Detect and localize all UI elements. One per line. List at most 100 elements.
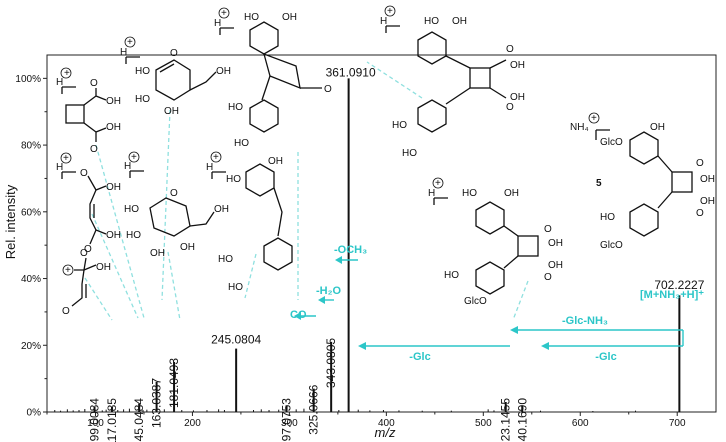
assignment-lines: [84, 61, 529, 321]
arrowhead-co: [294, 312, 301, 320]
svg-text:NH₄: NH₄: [570, 122, 589, 133]
peak-label: 99.0084: [88, 398, 102, 442]
peak-label: 181.0493: [167, 358, 181, 408]
structure-acylium: + OH O O: [62, 248, 111, 317]
svg-text:H: H: [56, 162, 63, 173]
svg-text:OH: OH: [180, 242, 195, 253]
peak-label: 361.0910: [326, 65, 376, 79]
y-tick-label: 40%: [21, 274, 41, 285]
svg-text:OH: OH: [548, 260, 563, 271]
svg-text:+: +: [63, 153, 69, 164]
structure-cyclobutane-catechol: H + HO OH O OH O OH HO HO: [380, 5, 525, 159]
svg-text:+: +: [131, 152, 137, 163]
svg-text:H: H: [380, 16, 387, 27]
x-tick-label: 100: [87, 418, 104, 429]
dash-245: [244, 253, 257, 299]
label-glc-nh3: -Glc-NH₃: [562, 315, 608, 327]
svg-text:HO: HO: [444, 270, 459, 281]
arrowhead-glc-left: [358, 342, 366, 350]
peak-label: 297.0753: [280, 398, 294, 442]
proton-h: H: [56, 77, 63, 88]
svg-text:O: O: [90, 78, 98, 89]
peaks: [54, 78, 681, 412]
x-axis-title: m/z: [375, 425, 396, 440]
svg-text:O: O: [324, 84, 332, 95]
svg-text:OH: OH: [96, 262, 111, 273]
peak-label: 702.2227: [654, 278, 704, 292]
svg-text:H: H: [120, 47, 127, 58]
y-axis-title: Rel. intensity: [3, 184, 18, 259]
svg-text:OH: OH: [510, 92, 525, 103]
svg-text:HO: HO: [126, 230, 141, 241]
label-precursor: [M+NH₃+H]⁺: [640, 289, 704, 301]
dash-361: [366, 61, 423, 99]
label-h2o: -H₂O: [316, 285, 341, 297]
svg-text:H: H: [206, 162, 213, 173]
svg-text:O: O: [170, 188, 178, 199]
x-tick-label: 700: [669, 418, 686, 429]
svg-text:HO: HO: [600, 212, 615, 223]
x-tick-label: 300: [281, 418, 298, 429]
svg-text:O: O: [170, 48, 178, 59]
y-tick-label: 100%: [15, 74, 41, 85]
svg-text:O: O: [506, 102, 514, 113]
compound-number: 5: [596, 178, 602, 189]
dash-181: [167, 251, 181, 321]
svg-text:HO: HO: [218, 254, 233, 265]
svg-text:HO: HO: [234, 138, 249, 149]
svg-text:OH: OH: [106, 230, 121, 241]
peak-label: 163.0387: [150, 378, 164, 428]
svg-text:OH: OH: [106, 182, 121, 193]
svg-text:GlcO: GlcO: [600, 137, 623, 148]
svg-text:+: +: [387, 6, 393, 17]
plot-frame: [46, 54, 717, 413]
svg-text:OH: OH: [510, 60, 525, 71]
svg-text:HO: HO: [228, 102, 243, 113]
arrowhead-glc-right: [541, 342, 549, 350]
svg-text:OH: OH: [650, 122, 665, 133]
x-tick-label: 200: [184, 418, 201, 429]
arrowhead-och3: [335, 256, 342, 264]
label-glc-right: -Glc: [595, 351, 616, 363]
svg-text:OH: OH: [216, 66, 231, 77]
svg-text:+: +: [221, 8, 227, 19]
y-tick-label: 80%: [21, 141, 41, 152]
peak-label: 245.0804: [211, 333, 261, 347]
svg-text:HO: HO: [424, 16, 439, 27]
peak-label: 343.0805: [324, 338, 338, 388]
svg-text:OH: OH: [106, 96, 121, 107]
svg-text:OH: OH: [504, 188, 519, 199]
dash-163: [161, 109, 171, 301]
svg-text:OH: OH: [452, 16, 467, 27]
svg-text:HO: HO: [244, 12, 259, 23]
svg-text:O: O: [544, 272, 552, 283]
svg-text:H: H: [124, 161, 131, 172]
svg-text:HO: HO: [462, 188, 477, 199]
svg-text:OH: OH: [106, 122, 121, 133]
svg-text:+: +: [213, 152, 219, 163]
svg-text:H: H: [428, 188, 435, 199]
peak-label: 117.0185: [105, 398, 119, 442]
y-tick-label: 0%: [27, 408, 42, 419]
structure-glucoside: H + HO OH O OH O OH HO GlcO: [428, 177, 563, 307]
arrowhead-glc-nh3: [510, 326, 518, 334]
svg-text:HO: HO: [124, 204, 139, 215]
svg-text:+: +: [435, 178, 441, 189]
svg-text:OH: OH: [214, 204, 229, 215]
peak-label: 523.1455: [499, 398, 513, 442]
svg-text:O: O: [62, 306, 70, 317]
y-tick-label: 60%: [21, 207, 41, 218]
svg-text:HO: HO: [226, 174, 241, 185]
dash-117: [91, 213, 139, 319]
svg-text:OH: OH: [700, 174, 715, 185]
svg-text:HO: HO: [402, 148, 417, 159]
structure-compound-5: NH₄ + GlcO OH 5 O OH O OH HO GlcO: [570, 112, 715, 251]
svg-text:H: H: [214, 18, 221, 29]
structure-maleic-acid: H + O OH OH O: [56, 152, 121, 255]
svg-text:HO: HO: [135, 94, 150, 105]
loss-arrows: [294, 256, 684, 350]
svg-text:OH: OH: [282, 12, 297, 23]
svg-text:OH: OH: [164, 106, 179, 117]
